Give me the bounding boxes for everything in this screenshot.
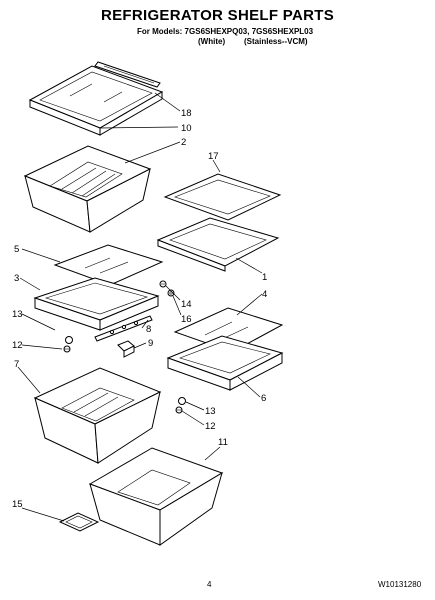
callout-8: 8: [146, 324, 151, 335]
document-number: W10131280: [378, 580, 422, 589]
part-8-slide-rail: [94, 315, 153, 342]
part-7-crisper-drawer: [33, 367, 162, 464]
models-line: For Models: 7GS6SHEXPQ03, 7GS6SHEXPL03: [137, 27, 314, 36]
part-15-label: [58, 512, 100, 532]
part-12-fastener-left: [63, 345, 71, 353]
part-10-glass-shelf: [28, 65, 164, 136]
leader-lines: [17, 92, 263, 522]
part-13-fastener-left: [65, 336, 73, 344]
white-label: (White): [198, 37, 226, 46]
callout-5: 5: [14, 244, 19, 255]
part-3-cover-frame: [33, 277, 160, 331]
part-17-shelf-frame: [163, 173, 282, 221]
part-16-bracket: [167, 289, 175, 297]
callout-10: 10: [181, 123, 192, 134]
callout-7: 7: [14, 359, 19, 370]
page-title: REFRIGERATOR SHELF PARTS: [100, 7, 335, 24]
callout-12-right: 12: [205, 421, 216, 432]
part-2-crisper-drawer: [23, 145, 152, 233]
callout-15: 15: [12, 499, 23, 510]
part-13-fastener-right: [178, 397, 186, 405]
part-11-crisper-drawer: [88, 447, 224, 546]
callout-13-right: 13: [205, 406, 216, 417]
callout-2: 2: [181, 137, 186, 148]
callout-3: 3: [14, 273, 19, 284]
part-1-glass-shelf: [156, 217, 280, 272]
page-number: 4: [207, 580, 212, 589]
callout-1: 1: [262, 272, 267, 283]
stainless-label: (Stainless--VCM): [244, 37, 308, 46]
callout-14: 14: [181, 299, 192, 310]
part-14-screw: [159, 280, 167, 288]
callout-12-left: 12: [12, 340, 23, 351]
callout-16: 16: [181, 314, 192, 325]
part-12-fastener-right: [175, 406, 183, 414]
callout-18: 18: [181, 108, 192, 119]
part-6-cover-frame: [166, 335, 284, 391]
part-5-glass-panel: [53, 244, 164, 286]
callout-6: 6: [261, 393, 266, 404]
callout-13-left: 13: [12, 309, 23, 320]
callout-9: 9: [148, 338, 153, 349]
callout-4: 4: [262, 289, 267, 300]
callout-11: 11: [218, 437, 228, 448]
part-9-clip: [117, 340, 135, 358]
callout-17: 17: [208, 151, 219, 162]
part-18-shelf-trim: [94, 61, 161, 88]
